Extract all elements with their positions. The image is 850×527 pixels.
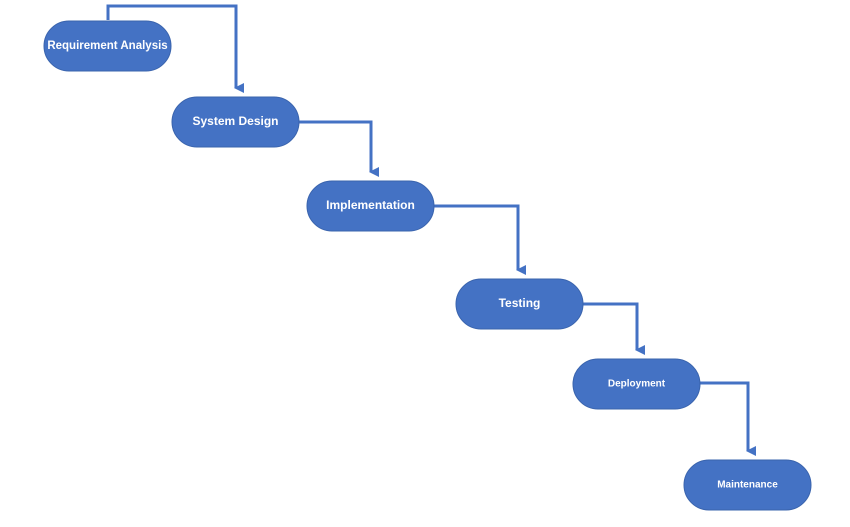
step-system-design: System Design	[171, 96, 300, 148]
connector-start-to-system-design	[106, 4, 244, 93]
step-deployment-label: Deployment	[608, 379, 666, 390]
connector-system-design-to-implementation	[298, 120, 379, 177]
connector-deployment-to-maintenance	[700, 381, 756, 456]
connector-testing-to-deployment	[582, 302, 645, 355]
step-testing: Testing	[455, 278, 584, 330]
step-requirement-analysis-label: Requirement Analysis	[47, 40, 167, 52]
connector-implementation-to-testing	[434, 204, 526, 275]
step-implementation-label: Implementation	[326, 198, 415, 212]
step-requirement-analysis: Requirement Analysis	[43, 20, 172, 72]
step-maintenance: Maintenance	[683, 459, 812, 511]
step-maintenance-label: Maintenance	[717, 480, 778, 491]
step-testing-label: Testing	[499, 296, 541, 310]
nodes: Requirement Analysis System Design Imple…	[43, 20, 812, 511]
step-system-design-label: System Design	[192, 114, 278, 128]
connectors	[106, 4, 756, 456]
step-deployment: Deployment	[572, 358, 701, 410]
step-implementation: Implementation	[306, 180, 435, 232]
